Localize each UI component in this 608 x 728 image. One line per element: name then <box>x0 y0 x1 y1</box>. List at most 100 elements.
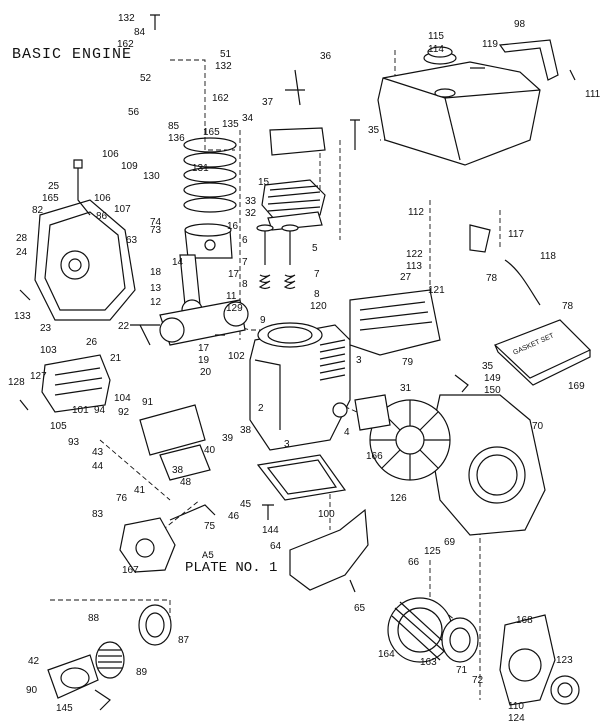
callout-label: 75 <box>204 521 216 532</box>
callout-label: 73 <box>150 225 162 236</box>
crankshaft <box>130 299 249 346</box>
callout-label: 167 <box>122 565 139 576</box>
callout-label: 136 <box>168 133 185 144</box>
callout-label: 166 <box>366 451 383 462</box>
callout-label: 51 <box>220 49 232 60</box>
cylinder-block <box>249 322 351 451</box>
callout-label: 82 <box>32 205 44 216</box>
oil-fill-tube <box>73 159 91 216</box>
recoil-starter <box>499 614 580 706</box>
callout-label: 22 <box>118 321 130 332</box>
callout-label: 101 <box>72 405 89 416</box>
callout-label: 131 <box>192 163 209 174</box>
callout-label: 17 <box>228 269 240 280</box>
diagram-title: BASIC ENGINE <box>12 46 133 63</box>
callout-label: 79 <box>402 357 414 368</box>
callout-label: 105 <box>50 421 67 432</box>
callout-label: 114 <box>428 44 444 55</box>
callout-label: 69 <box>444 537 456 548</box>
callout-label: 90 <box>26 685 38 696</box>
callout-label: 36 <box>320 51 332 62</box>
callout-label: 8 <box>242 279 248 290</box>
callout-label: 7 <box>314 269 320 280</box>
air-cleaner-cover <box>138 604 172 646</box>
callout-label: 162 <box>117 39 134 50</box>
callout-label: 24 <box>16 247 28 258</box>
callout-label: 86 <box>96 211 108 222</box>
callout-label: 122 <box>406 249 423 260</box>
callout-label: 38 <box>172 465 184 476</box>
callout-label: 98 <box>514 19 526 30</box>
callout-label: 89 <box>136 667 148 678</box>
air-deflector-plate <box>349 289 441 356</box>
callout-label: 6 <box>242 235 248 246</box>
gasket-set-box <box>493 319 592 386</box>
callout-label: 65 <box>354 603 366 614</box>
callout-label: 144 <box>262 525 279 536</box>
hardware-bolts <box>19 14 576 593</box>
intake-manifold <box>139 404 211 481</box>
callout-label: 25 <box>48 181 60 192</box>
callout-label: 133 <box>14 311 31 322</box>
callout-label: 87 <box>178 635 190 646</box>
callout-label: 88 <box>88 613 100 624</box>
valves <box>256 224 299 265</box>
callout-label: 132 <box>118 13 135 24</box>
callout-label: 125 <box>424 546 441 557</box>
callout-label: 32 <box>245 208 257 219</box>
piston <box>184 223 233 259</box>
callout-label: 7 <box>242 257 248 268</box>
callout-label: 92 <box>118 407 130 418</box>
callout-label: 39 <box>222 433 234 444</box>
callout-label: 165 <box>42 193 59 204</box>
callout-label: 40 <box>204 445 216 456</box>
callout-label: 72 <box>472 675 484 686</box>
callout-label: 129 <box>226 303 243 314</box>
callout-label: 74 <box>150 217 162 228</box>
callout-label: 19 <box>198 355 210 366</box>
callout-label: 115 <box>428 31 444 42</box>
valve-springs <box>258 274 296 290</box>
callout-label: 164 <box>378 649 395 660</box>
callout-label: 48 <box>180 477 192 488</box>
callout-label: 163 <box>420 657 437 668</box>
callout-label: 106 <box>94 193 111 204</box>
callout-label: 150 <box>484 385 501 396</box>
callout-label: 83 <box>92 509 104 520</box>
muffler <box>41 354 111 413</box>
callout-label: 8 <box>314 289 320 300</box>
callout-label: 17 <box>198 343 210 354</box>
callout-label: 165 <box>203 127 220 138</box>
crankcase-cover <box>34 199 136 321</box>
callout-label: 15 <box>258 177 270 188</box>
callout-label: 127 <box>30 371 47 382</box>
callout-label: 38 <box>240 425 252 436</box>
callout-label: 93 <box>68 437 80 448</box>
callout-label: 168 <box>516 615 533 626</box>
callout-label: 104 <box>114 393 131 404</box>
callout-label: 5 <box>312 243 318 254</box>
callout-label: 111 <box>585 89 601 100</box>
callout-label: 70 <box>532 421 544 432</box>
callout-label: 132 <box>215 61 232 72</box>
carburetor <box>119 504 216 573</box>
callout-label: 124 <box>508 713 525 724</box>
callout-label: 106 <box>102 149 119 160</box>
callout-label: 162 <box>212 93 229 104</box>
callout-label: 21 <box>110 353 122 364</box>
callout-label: 64 <box>270 541 282 552</box>
callout-label: 23 <box>40 323 52 334</box>
callout-label: 4 <box>344 427 350 438</box>
callout-label: 34 <box>242 113 254 124</box>
callout-label: 28 <box>16 233 28 244</box>
flywheel <box>369 399 451 481</box>
callout-label: 149 <box>484 373 501 384</box>
callout-label: 35 <box>482 361 494 372</box>
starter-pulley <box>441 617 479 663</box>
plate-reference: A5 <box>202 551 215 562</box>
callout-label: 35 <box>368 125 380 136</box>
callout-label: 109 <box>121 161 138 172</box>
callout-label: 103 <box>40 345 57 356</box>
callout-label: 45 <box>240 499 252 510</box>
